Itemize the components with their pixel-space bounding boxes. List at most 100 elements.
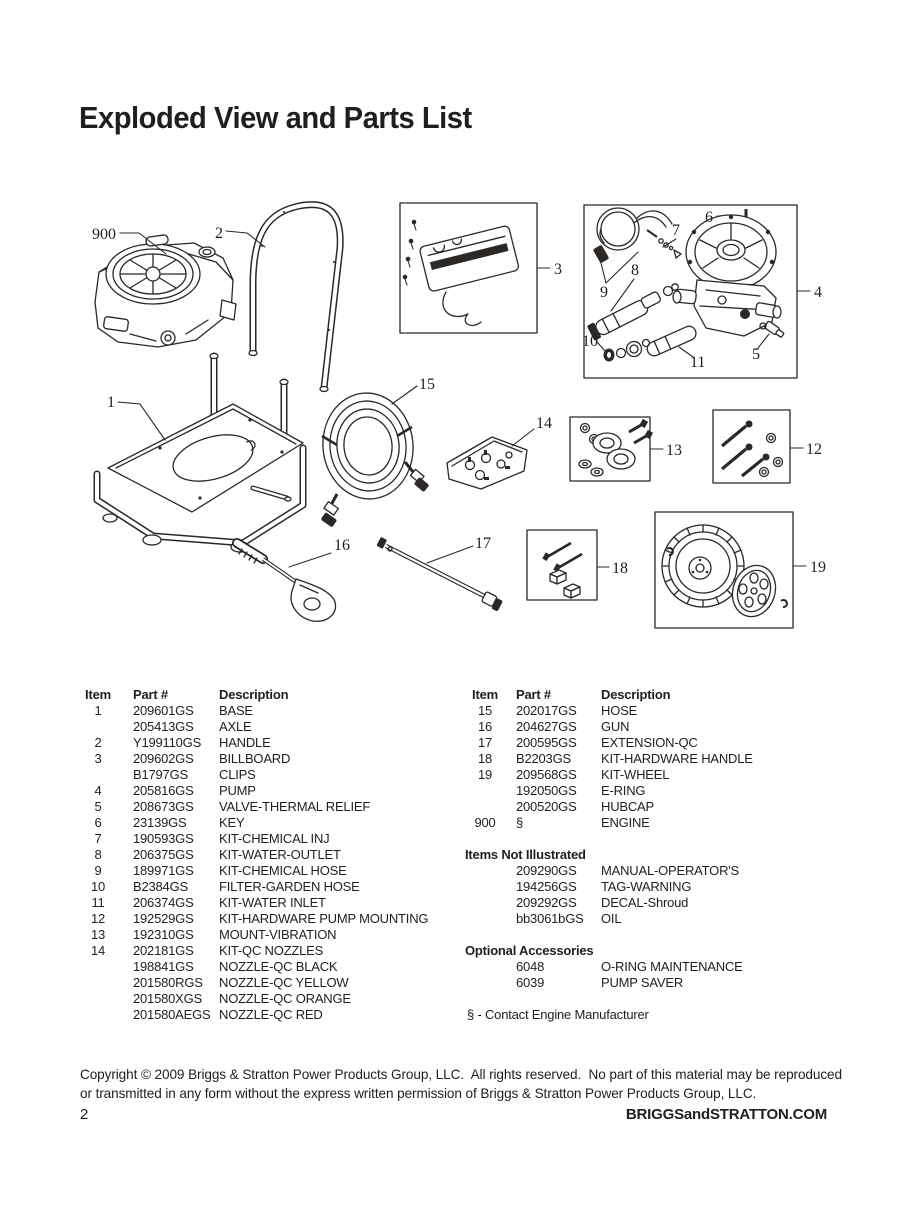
cell-desc: NOZZLE-QC BLACK xyxy=(219,959,338,974)
svg-text:16: 16 xyxy=(334,537,350,554)
cell-desc: AXLE xyxy=(219,719,252,734)
cell-part: 198841GS xyxy=(133,959,194,974)
cell-item: 15 xyxy=(477,703,493,718)
cell-item: 1 xyxy=(94,703,102,718)
cell-desc: KIT-QC NOZZLES xyxy=(219,943,324,958)
cell-item xyxy=(84,975,133,991)
cell-item xyxy=(465,863,516,879)
cell-part: 192310GS xyxy=(133,927,194,942)
table-row: 900§ENGINE xyxy=(465,815,843,831)
svg-text:14: 14 xyxy=(536,415,552,432)
cell-desc: MANUAL-OPERATOR'S xyxy=(601,863,740,878)
cell-item: 17 xyxy=(477,735,493,750)
cell-part: 194256GS xyxy=(516,879,577,894)
cell-desc: HOSE xyxy=(601,703,638,718)
pump-box xyxy=(583,204,798,379)
cell-desc: GUN xyxy=(601,719,630,734)
cell-item: 8 xyxy=(94,847,102,862)
cell-item: 9 xyxy=(94,863,102,878)
wheel-kit-box xyxy=(654,511,794,629)
cell-part: 206374GS xyxy=(133,895,194,910)
callout-17: 17 xyxy=(426,535,491,564)
cell-desc: PUMP xyxy=(219,783,256,798)
cell-item: 11 xyxy=(91,895,105,910)
cell-part: 202017GS xyxy=(516,703,577,718)
cell-part: B2384GS xyxy=(133,879,188,894)
callout-15: 15 xyxy=(391,376,435,405)
cell-desc: E-RING xyxy=(601,783,646,798)
cell-item: 5 xyxy=(94,799,102,814)
cell-part: bb3061bGS xyxy=(516,911,584,926)
cell-item xyxy=(84,719,133,735)
extension-wand xyxy=(376,537,503,611)
base-illustration xyxy=(93,352,307,553)
callout-10: 10 xyxy=(582,333,606,352)
table-row: 15 202017GS HOSE xyxy=(465,703,843,719)
callout-900: 900 xyxy=(92,226,167,255)
cell-item xyxy=(84,991,133,1007)
handle-illustration xyxy=(248,201,344,393)
cell-item xyxy=(84,767,133,783)
cell-item: 12 xyxy=(90,911,106,926)
svg-text:18: 18 xyxy=(612,560,628,577)
callout-7: 7 xyxy=(662,222,680,248)
cell-desc: KIT-CHEMICAL HOSE xyxy=(219,863,347,878)
svg-text:5: 5 xyxy=(752,346,760,363)
cell-desc: MOUNT-VIBRATION xyxy=(219,927,337,942)
callout-5: 5 xyxy=(752,333,770,363)
callout-8: 8 xyxy=(610,262,639,312)
cell-part: 205816GS xyxy=(133,783,194,798)
cell-item: 7 xyxy=(94,831,102,846)
cell-part: 201580AEGS xyxy=(133,1007,211,1022)
cell-desc: ENGINE xyxy=(601,815,650,830)
callout-12: 12 xyxy=(789,441,822,458)
cell-desc: KIT-WHEEL xyxy=(601,767,670,782)
svg-text:15: 15 xyxy=(419,376,435,393)
cell-part: 200595GS xyxy=(516,735,577,750)
svg-text:1: 1 xyxy=(107,394,115,411)
callout-2: 2 xyxy=(215,225,266,248)
billboard-screws xyxy=(402,219,417,286)
cell-item xyxy=(84,1007,133,1023)
cell-part: B2203GS xyxy=(516,751,571,766)
cell-part: 6039 xyxy=(516,975,545,990)
svg-text:19: 19 xyxy=(810,559,826,576)
cell-item xyxy=(465,911,516,927)
cell-part: B1797GS xyxy=(133,767,188,782)
callout-6: 6 xyxy=(705,209,713,226)
svg-text:9: 9 xyxy=(600,284,608,301)
cell-desc: BASE xyxy=(219,703,253,718)
cell-part: 209602GS xyxy=(133,751,194,766)
cell-desc: KIT-HARDWARE PUMP MOUNTING xyxy=(219,911,429,926)
svg-text:900: 900 xyxy=(92,226,116,243)
website: BRIGGSandSTRATTON.COM xyxy=(625,1106,827,1123)
cell-part: 209601GS xyxy=(133,703,194,718)
cell-desc: HUBCAP xyxy=(601,799,654,814)
cell-part: 208673GS xyxy=(133,799,194,814)
col-header-description: Description xyxy=(219,687,289,702)
cell-desc: NOZZLE-QC ORANGE xyxy=(219,991,351,1006)
cell-desc: CLIPS xyxy=(219,767,256,782)
cell-desc: KIT-CHEMICAL INJ xyxy=(219,831,330,846)
cell-item: 18 xyxy=(477,751,493,766)
col-header-part: Part # xyxy=(516,687,551,702)
cell-part: 6048 xyxy=(516,959,545,974)
cell-part: 201580RGS xyxy=(133,975,203,990)
cell-part: 206375GS xyxy=(133,847,194,862)
